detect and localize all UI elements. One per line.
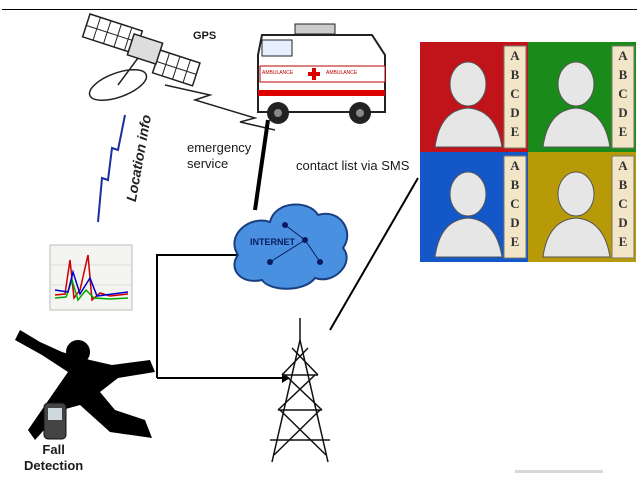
contact-tab-letter: C [510, 86, 519, 101]
location-bolt-icon [97, 114, 126, 223]
gps-label: GPS [193, 30, 217, 42]
contact-tab-letter: D [618, 105, 627, 120]
contact-tab-letter: E [511, 124, 520, 139]
internet-label: INTERNET [250, 237, 295, 247]
contact-list-label: contact list via SMS [296, 158, 410, 173]
contact-tab-letter: A [618, 158, 628, 173]
contact-tab-letter: C [618, 86, 627, 101]
contact-tab-letter: E [619, 234, 628, 249]
phone-icon [43, 402, 67, 440]
sms-link [329, 177, 419, 331]
contact-tab-letter: A [510, 158, 520, 173]
top-rule [2, 9, 637, 10]
emergency-label-line2: service [187, 156, 229, 171]
signal-bolt-icon [164, 84, 276, 131]
person-avatar-icon [449, 61, 487, 107]
contact-tab-letter: D [618, 215, 627, 230]
falling-person-icon [15, 330, 155, 440]
contact-tab-letter: E [619, 124, 628, 139]
contact-tab-letter: C [618, 196, 627, 211]
contact-tab-letter: D [510, 105, 519, 120]
sensor-graph-icon [49, 244, 133, 311]
fall-detection-label: Fall Detection [24, 442, 83, 474]
contact-tab-letter: B [619, 67, 628, 82]
internet-cloud-icon [233, 203, 349, 290]
ambulance-link [253, 119, 270, 211]
internet-link [156, 254, 238, 378]
contact-tab-letter: C [510, 196, 519, 211]
contact-tab-letter: A [618, 48, 628, 63]
satellite-icon [81, 13, 201, 101]
contact-tab-letter: D [510, 215, 519, 230]
contact-tab-letter: B [511, 177, 520, 192]
emergency-service-label: emergency service [187, 140, 251, 172]
fall-label-line1: Fall [42, 442, 65, 457]
person-avatar-icon [557, 171, 595, 217]
contact-tab-letter: A [510, 48, 520, 63]
contact-tab-letter: B [511, 67, 520, 82]
emergency-label-line1: emergency [187, 140, 252, 155]
person-avatar-icon [449, 171, 487, 217]
ambulance-icon [257, 23, 386, 124]
contact-tab-letter: E [511, 234, 520, 249]
cell-tower-icon [270, 318, 330, 463]
contact-tab-letter: B [619, 177, 628, 192]
fall-label-line2: Detection [24, 458, 84, 473]
ambulance-text-left: AMBULANCE [262, 70, 294, 76]
ambulance-text-right: AMBULANCE [326, 70, 358, 76]
person-avatar-icon [557, 61, 595, 107]
